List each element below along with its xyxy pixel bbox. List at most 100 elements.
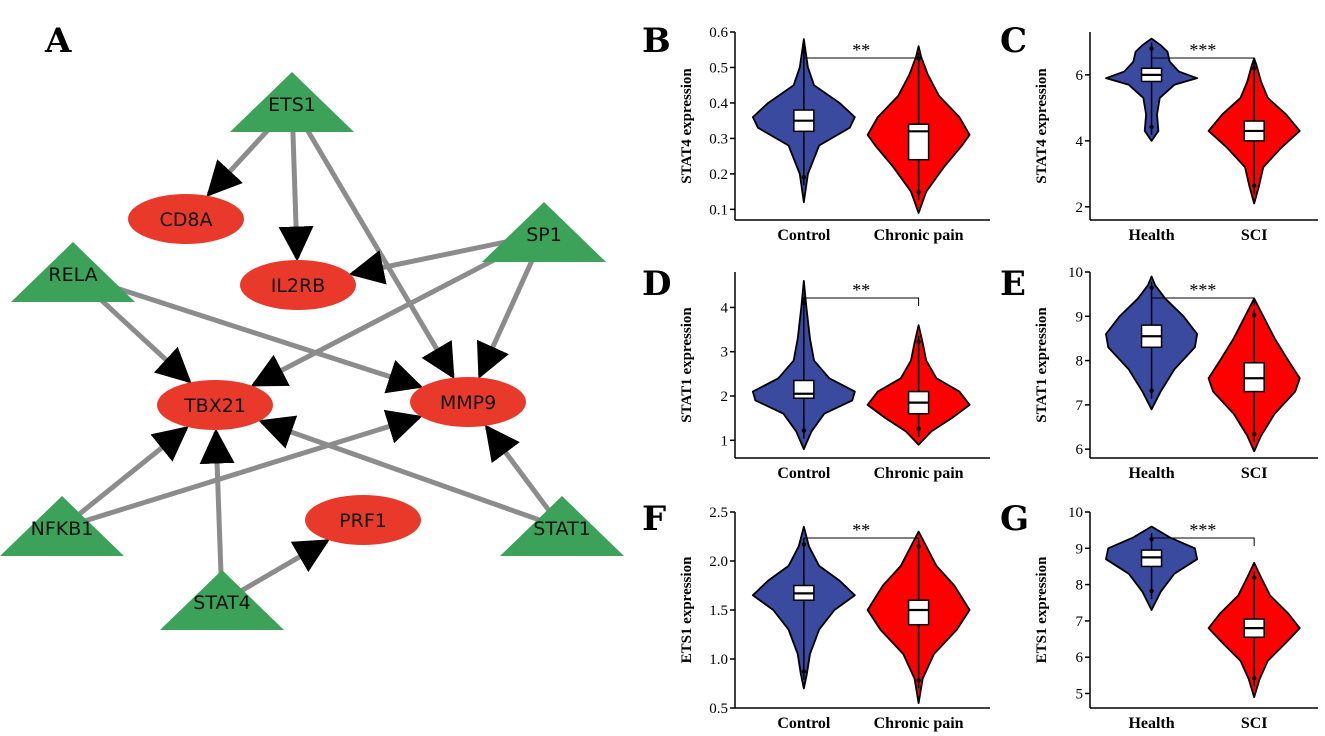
outlier-dot xyxy=(801,542,807,547)
edge-nfkb1-mmp9 xyxy=(68,409,423,529)
y-tick-label: 6 xyxy=(1076,68,1084,84)
x-category-label: Chronic pain xyxy=(874,465,964,482)
violin-group2 xyxy=(1207,57,1301,205)
outlier-dot xyxy=(1251,676,1257,681)
target-ellipse-shape xyxy=(305,495,421,545)
y-tick-label: 0.6 xyxy=(709,25,728,41)
y-tick-label: 1.5 xyxy=(709,603,728,619)
box-rect xyxy=(793,379,815,399)
y-tick-label: 4 xyxy=(1076,134,1084,150)
node-label: STAT1 xyxy=(533,518,590,540)
y-axis-label: STAT1 expression xyxy=(679,307,695,423)
y-tick-label: 0.2 xyxy=(709,167,728,183)
y-tick-label: 5 xyxy=(1076,686,1084,702)
edge-sp1-mmp9 xyxy=(476,240,543,379)
tf-triangle-shape xyxy=(230,72,354,132)
significance-label: ** xyxy=(852,520,870,540)
outlier-dot xyxy=(801,49,807,54)
target-ellipse-shape xyxy=(410,377,526,427)
outlier-dot xyxy=(1251,575,1257,580)
outlier-dot xyxy=(916,426,921,431)
x-category-label: Control xyxy=(777,715,831,732)
node-stat1: STAT1 xyxy=(500,496,624,556)
tf-triangle-shape xyxy=(0,496,124,556)
y-tick-label: 2 xyxy=(1076,200,1084,216)
x-category-label: SCI xyxy=(1241,227,1268,244)
y-tick-label: 2.5 xyxy=(709,505,728,521)
y-tick-label: 0.1 xyxy=(709,202,728,218)
x-category-label: Health xyxy=(1128,227,1174,244)
y-tick-label: 6 xyxy=(1076,442,1084,458)
y-tick-label: 10 xyxy=(1068,505,1083,521)
panel-label: F xyxy=(642,499,666,539)
x-category-label: Health xyxy=(1128,715,1174,732)
tf-triangle-shape xyxy=(160,570,284,630)
y-tick-label: 0.5 xyxy=(709,60,728,76)
outlier-dot xyxy=(916,544,921,549)
significance-label: *** xyxy=(1189,40,1216,60)
edge-ets1-il2rb xyxy=(278,111,314,262)
node-mmp9: MMP9 xyxy=(410,377,526,427)
outlier-dot xyxy=(1251,183,1257,188)
outlier-dot xyxy=(801,175,807,180)
y-axis-label: STAT1 expression xyxy=(1034,307,1050,423)
outlier-dot xyxy=(1251,66,1257,71)
violin-group1 xyxy=(1105,275,1199,411)
violin-group1 xyxy=(751,525,856,690)
y-tick-label: 6 xyxy=(1076,650,1084,666)
edge-ets1-mmp9 xyxy=(293,109,455,380)
node-label: MMP9 xyxy=(440,392,496,414)
outlier-dot xyxy=(916,339,921,344)
x-category-label: Chronic pain xyxy=(874,715,964,732)
node-ets1: ETS1 xyxy=(230,72,354,132)
y-tick-label: 2 xyxy=(721,389,729,405)
significance-bracket xyxy=(1151,57,1255,66)
y-tick-label: 4 xyxy=(721,300,729,316)
y-tick-label: 7 xyxy=(1076,614,1084,630)
outlier-dot xyxy=(1251,431,1257,437)
node-label: PRF1 xyxy=(339,510,387,532)
significance-label: ** xyxy=(852,280,870,300)
outlier-dot xyxy=(801,428,807,433)
node-label: TBX21 xyxy=(183,395,246,417)
violin-group2 xyxy=(866,45,971,214)
tf-triangle-shape xyxy=(500,496,624,556)
node-stat4: STAT4 xyxy=(160,570,284,630)
x-category-label: SCI xyxy=(1241,465,1268,482)
significance-label: ** xyxy=(852,40,870,60)
outlier-dot xyxy=(801,669,807,674)
violin-group1 xyxy=(751,38,856,204)
outlier-dot xyxy=(1149,588,1154,594)
node-label: RELA xyxy=(48,264,97,286)
target-ellipse-shape xyxy=(128,194,244,244)
y-tick-label: 7 xyxy=(1076,398,1084,414)
outlier-dot xyxy=(1149,46,1154,51)
y-tick-label: 8 xyxy=(1076,354,1084,370)
node-label: SP1 xyxy=(526,224,562,246)
edge-nfkb1-tbx21 xyxy=(66,426,189,525)
significance-bracket xyxy=(1151,297,1255,306)
edge-stat4-tbx21 xyxy=(199,428,235,595)
node-label: STAT4 xyxy=(193,592,250,614)
y-tick-label: 0.5 xyxy=(709,701,728,717)
node-label: NFKB1 xyxy=(31,518,94,540)
edge-sp1-tbx21 xyxy=(250,235,539,388)
significance-bracket xyxy=(803,297,920,306)
y-axis-label: STAT4 expression xyxy=(679,68,695,184)
violin-group2 xyxy=(866,324,971,446)
node-nfkb1: NFKB1 xyxy=(0,496,124,556)
y-tick-label: 9 xyxy=(1076,309,1084,325)
significance-label: *** xyxy=(1189,280,1216,300)
node-prf1: PRF1 xyxy=(305,495,421,545)
outlier-dot xyxy=(1251,313,1257,318)
y-tick-label: 0.3 xyxy=(709,131,728,147)
target-ellipse-shape xyxy=(157,380,273,430)
y-tick-label: 1.0 xyxy=(709,652,728,668)
node-tbx21: TBX21 xyxy=(157,380,273,430)
panel-label: B xyxy=(642,21,671,61)
